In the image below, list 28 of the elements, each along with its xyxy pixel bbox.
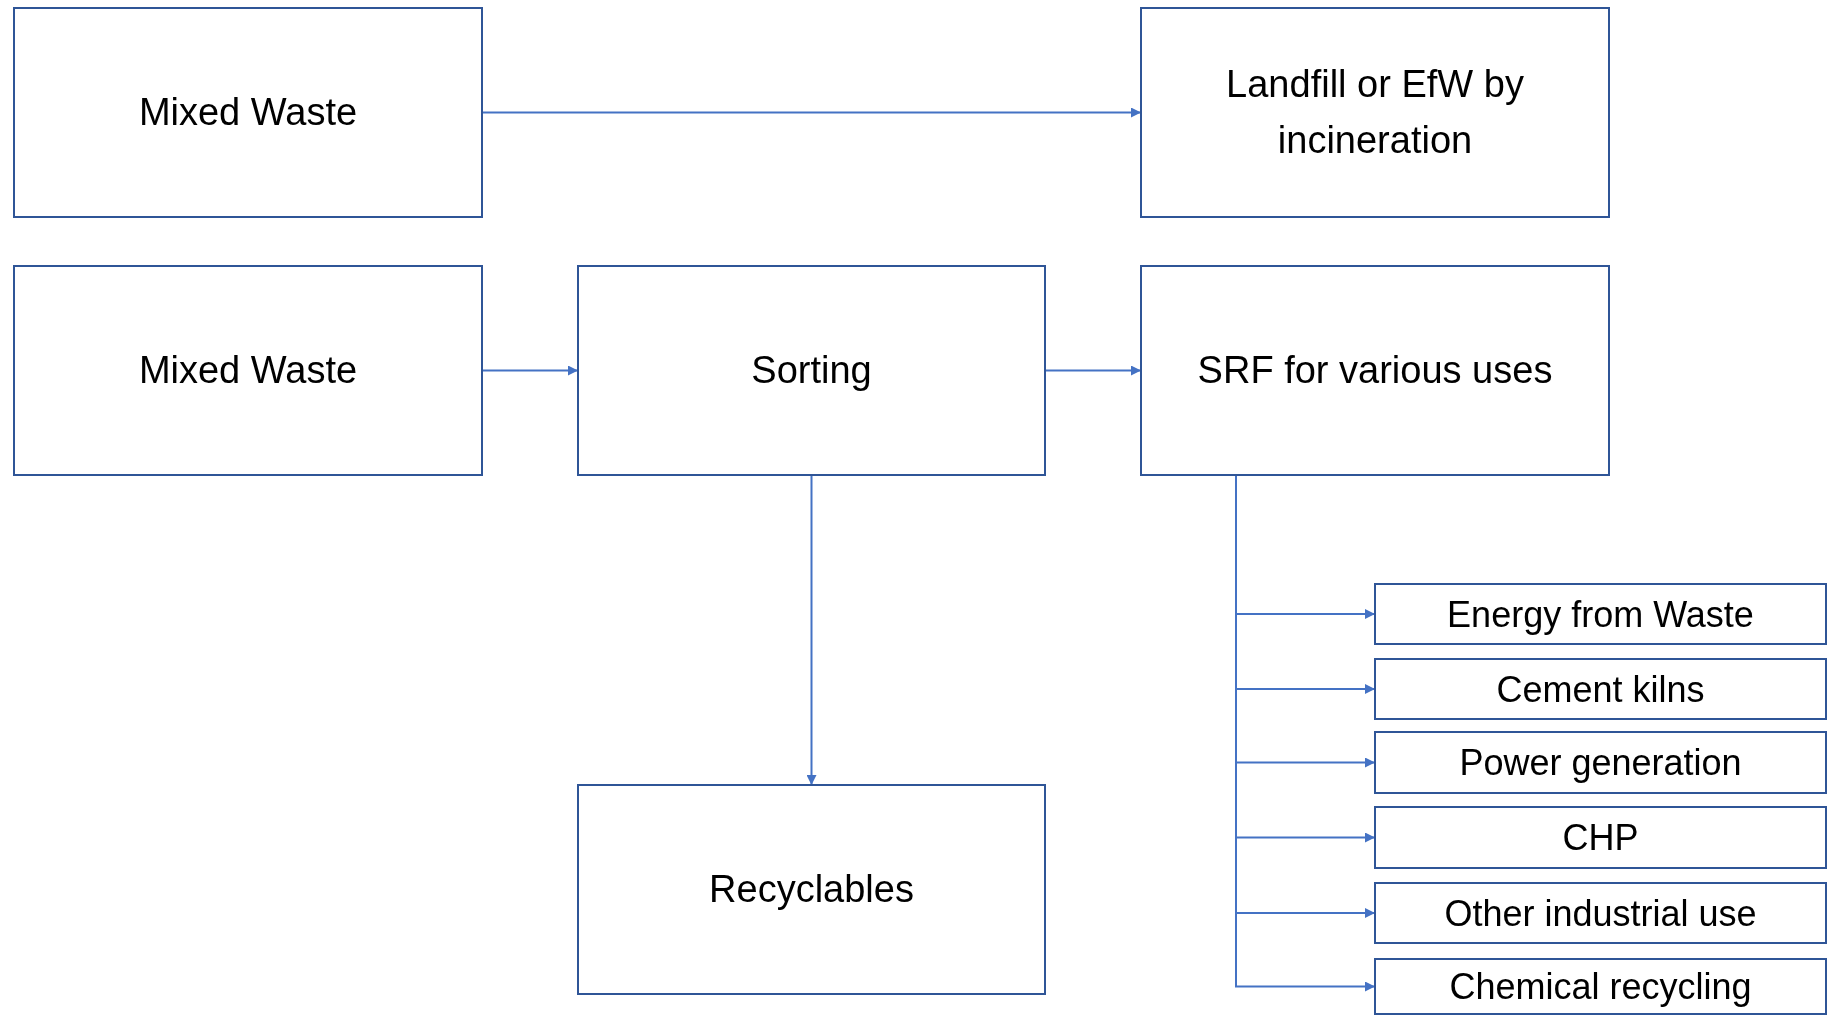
arrow (1045, 365, 1141, 376)
arrow (482, 107, 1141, 118)
box-label: Mixed Waste (138, 347, 358, 393)
box-label: Mixed Waste (138, 89, 358, 135)
box-label: Landfill or EfW by incineration (1225, 62, 1525, 163)
box-label: Sorting (751, 347, 872, 393)
process-box (1374, 806, 1827, 869)
process-box (13, 7, 483, 218)
box-label: Chemical recycling (1449, 965, 1752, 1009)
process-box (1140, 7, 1610, 218)
process-box (1374, 882, 1827, 944)
box-label: Other industrial use (1444, 891, 1757, 936)
arrow (482, 365, 578, 376)
process-box (1374, 958, 1827, 1015)
box-label: Recyclables (709, 866, 914, 912)
process-box (13, 265, 483, 476)
process-box (577, 265, 1046, 476)
process-box (1374, 658, 1827, 720)
process-box (1374, 583, 1827, 645)
box-label: Cement kilns (1496, 667, 1705, 712)
process-box (1374, 731, 1827, 794)
box-label: Energy from Waste (1447, 592, 1754, 637)
arrow (806, 475, 817, 785)
process-box (577, 784, 1046, 995)
box-label: SRF for various uses (1197, 347, 1553, 393)
box-label: CHP (1562, 816, 1639, 860)
box-label: Power generation (1459, 741, 1742, 785)
process-box (1140, 265, 1610, 476)
